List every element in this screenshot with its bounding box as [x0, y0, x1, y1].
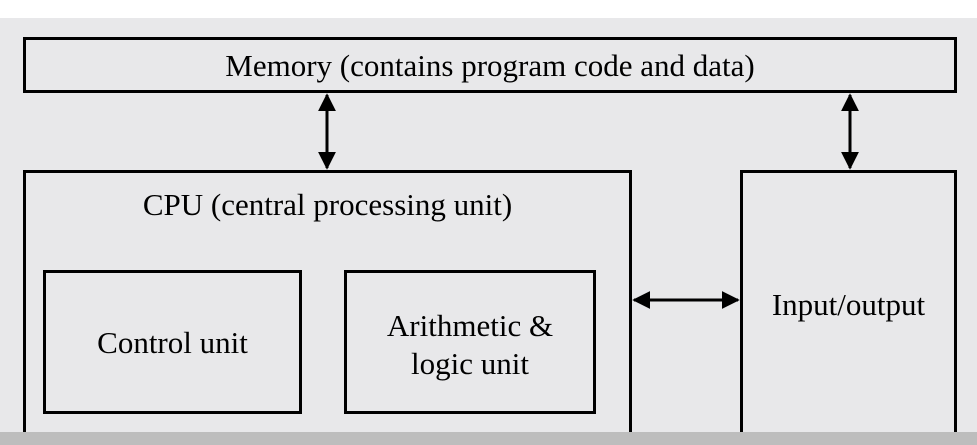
memory-label: Memory (contains program code and data)	[225, 48, 755, 83]
bottom-band	[0, 432, 977, 445]
alu-box: Arithmetic & logic unit	[344, 270, 596, 414]
alu-label-line2: logic unit	[411, 346, 529, 381]
io-box: Input/output	[740, 170, 957, 432]
alu-label-line1: Arithmetic &	[386, 308, 554, 343]
control-unit-label: Control unit	[97, 325, 248, 360]
io-label: Input/output	[771, 287, 926, 322]
alu-label: Arithmetic & logic unit	[347, 307, 593, 383]
top-band	[0, 0, 977, 18]
control-unit-box: Control unit	[43, 270, 302, 414]
cpu-label: CPU (central processing unit)	[142, 187, 513, 222]
memory-box: Memory (contains program code and data)	[23, 37, 957, 93]
